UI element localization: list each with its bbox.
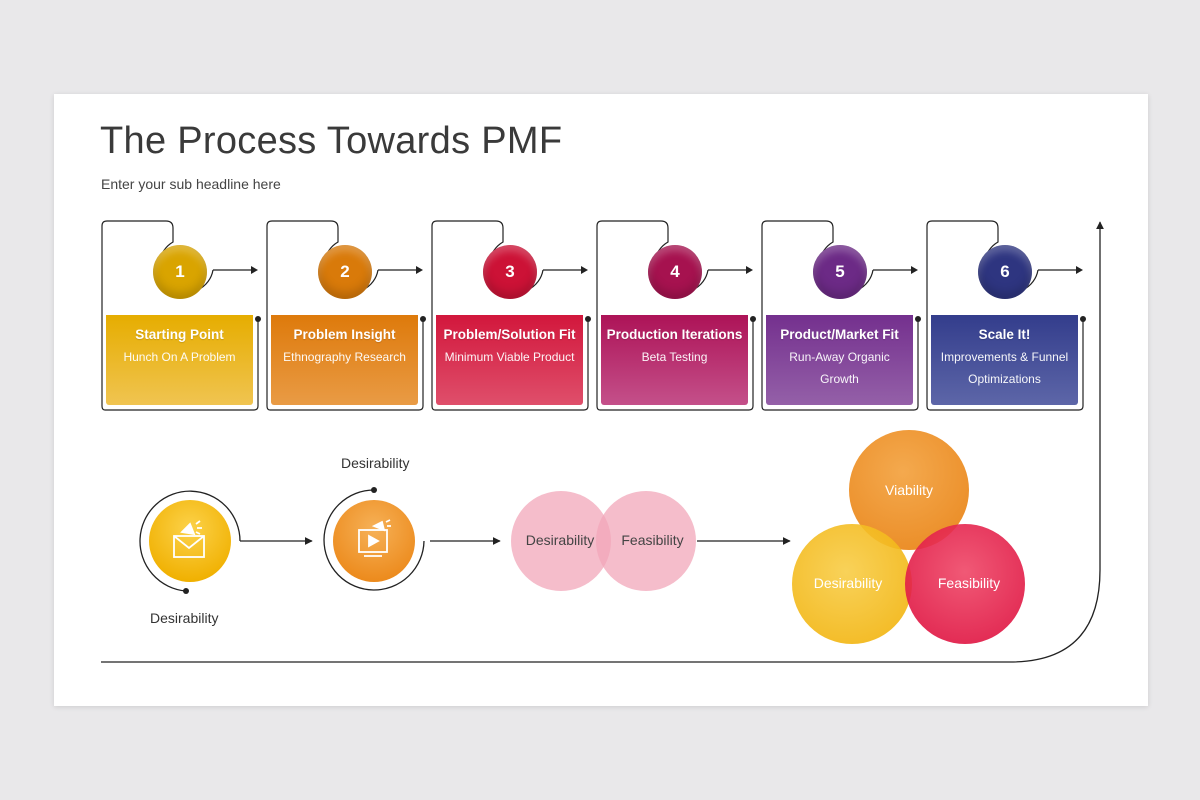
step-title: Problem/Solution Fit <box>443 327 576 342</box>
page-title: The Process Towards PMF <box>100 120 563 162</box>
step-description: Beta Testing <box>641 350 708 364</box>
step-description: Improvements & Funnel Optimizations <box>940 350 1069 386</box>
stage1-ring <box>139 490 241 592</box>
step-number-circle: 5 <box>813 245 867 299</box>
step-arrow-head <box>746 266 753 274</box>
page-subtitle: Enter your sub headline here <box>101 176 281 192</box>
step-title: Problem Insight <box>293 327 396 342</box>
megaphone-video-icon <box>358 519 391 557</box>
venn2-left-circle <box>511 491 611 591</box>
step-connector-dot <box>420 316 426 322</box>
step-connector-dot <box>255 316 261 322</box>
stage2-ring <box>323 489 425 591</box>
venn3-left-label: Desirability <box>813 575 883 591</box>
baseline-arrow <box>101 221 1104 663</box>
step-description: Hunch On A Problem <box>123 350 236 364</box>
step-number-circle: 6 <box>978 245 1032 299</box>
venn3-right-label: Feasibility <box>937 575 1001 591</box>
step-title: Production Iterations <box>606 327 743 342</box>
step-number-circle: 3 <box>483 245 537 299</box>
venn3-left-circle <box>792 524 912 644</box>
step-title: Scale It! <box>978 327 1031 342</box>
step-arrow-head <box>581 266 588 274</box>
step-title: Product/Market Fit <box>780 327 899 342</box>
venn3-top-circle <box>849 430 969 550</box>
step-number-circle: 1 <box>153 245 207 299</box>
megaphone-email-icon <box>173 520 205 558</box>
step-connector-dot <box>750 316 756 322</box>
step-number-circle: 4 <box>648 245 702 299</box>
venn3-top-label: Viability <box>885 482 933 498</box>
step-connector-dot <box>585 316 591 322</box>
step-connector-dot <box>915 316 921 322</box>
stage1-circle <box>149 500 231 582</box>
venn2-left-label: Desirability <box>525 532 595 548</box>
venn2-right-label: Feasibility <box>621 532 684 548</box>
stage1-dot <box>183 588 189 594</box>
venn3-right-circle <box>905 524 1025 644</box>
step-title: Starting Point <box>135 327 224 342</box>
step-number-circle: 2 <box>318 245 372 299</box>
step-connector-dot <box>1080 316 1086 322</box>
step-arrow-head <box>1076 266 1083 274</box>
step-arrow-head <box>251 266 258 274</box>
step-card: Scale It! Improvements & Funnel Optimizat… <box>931 315 1078 405</box>
step-description: Run-Away Organic Growth <box>789 350 890 386</box>
step-description: Minimum Viable Product <box>444 350 575 364</box>
step-arrow-head <box>911 266 918 274</box>
step-description: Ethnography Research <box>283 350 406 364</box>
stage1-label: Desirability <box>150 610 219 626</box>
stage2-label: Desirability <box>341 455 410 471</box>
venn2-right-circle <box>596 491 696 591</box>
stage2-dot <box>371 487 377 493</box>
step-arrow-head <box>416 266 423 274</box>
